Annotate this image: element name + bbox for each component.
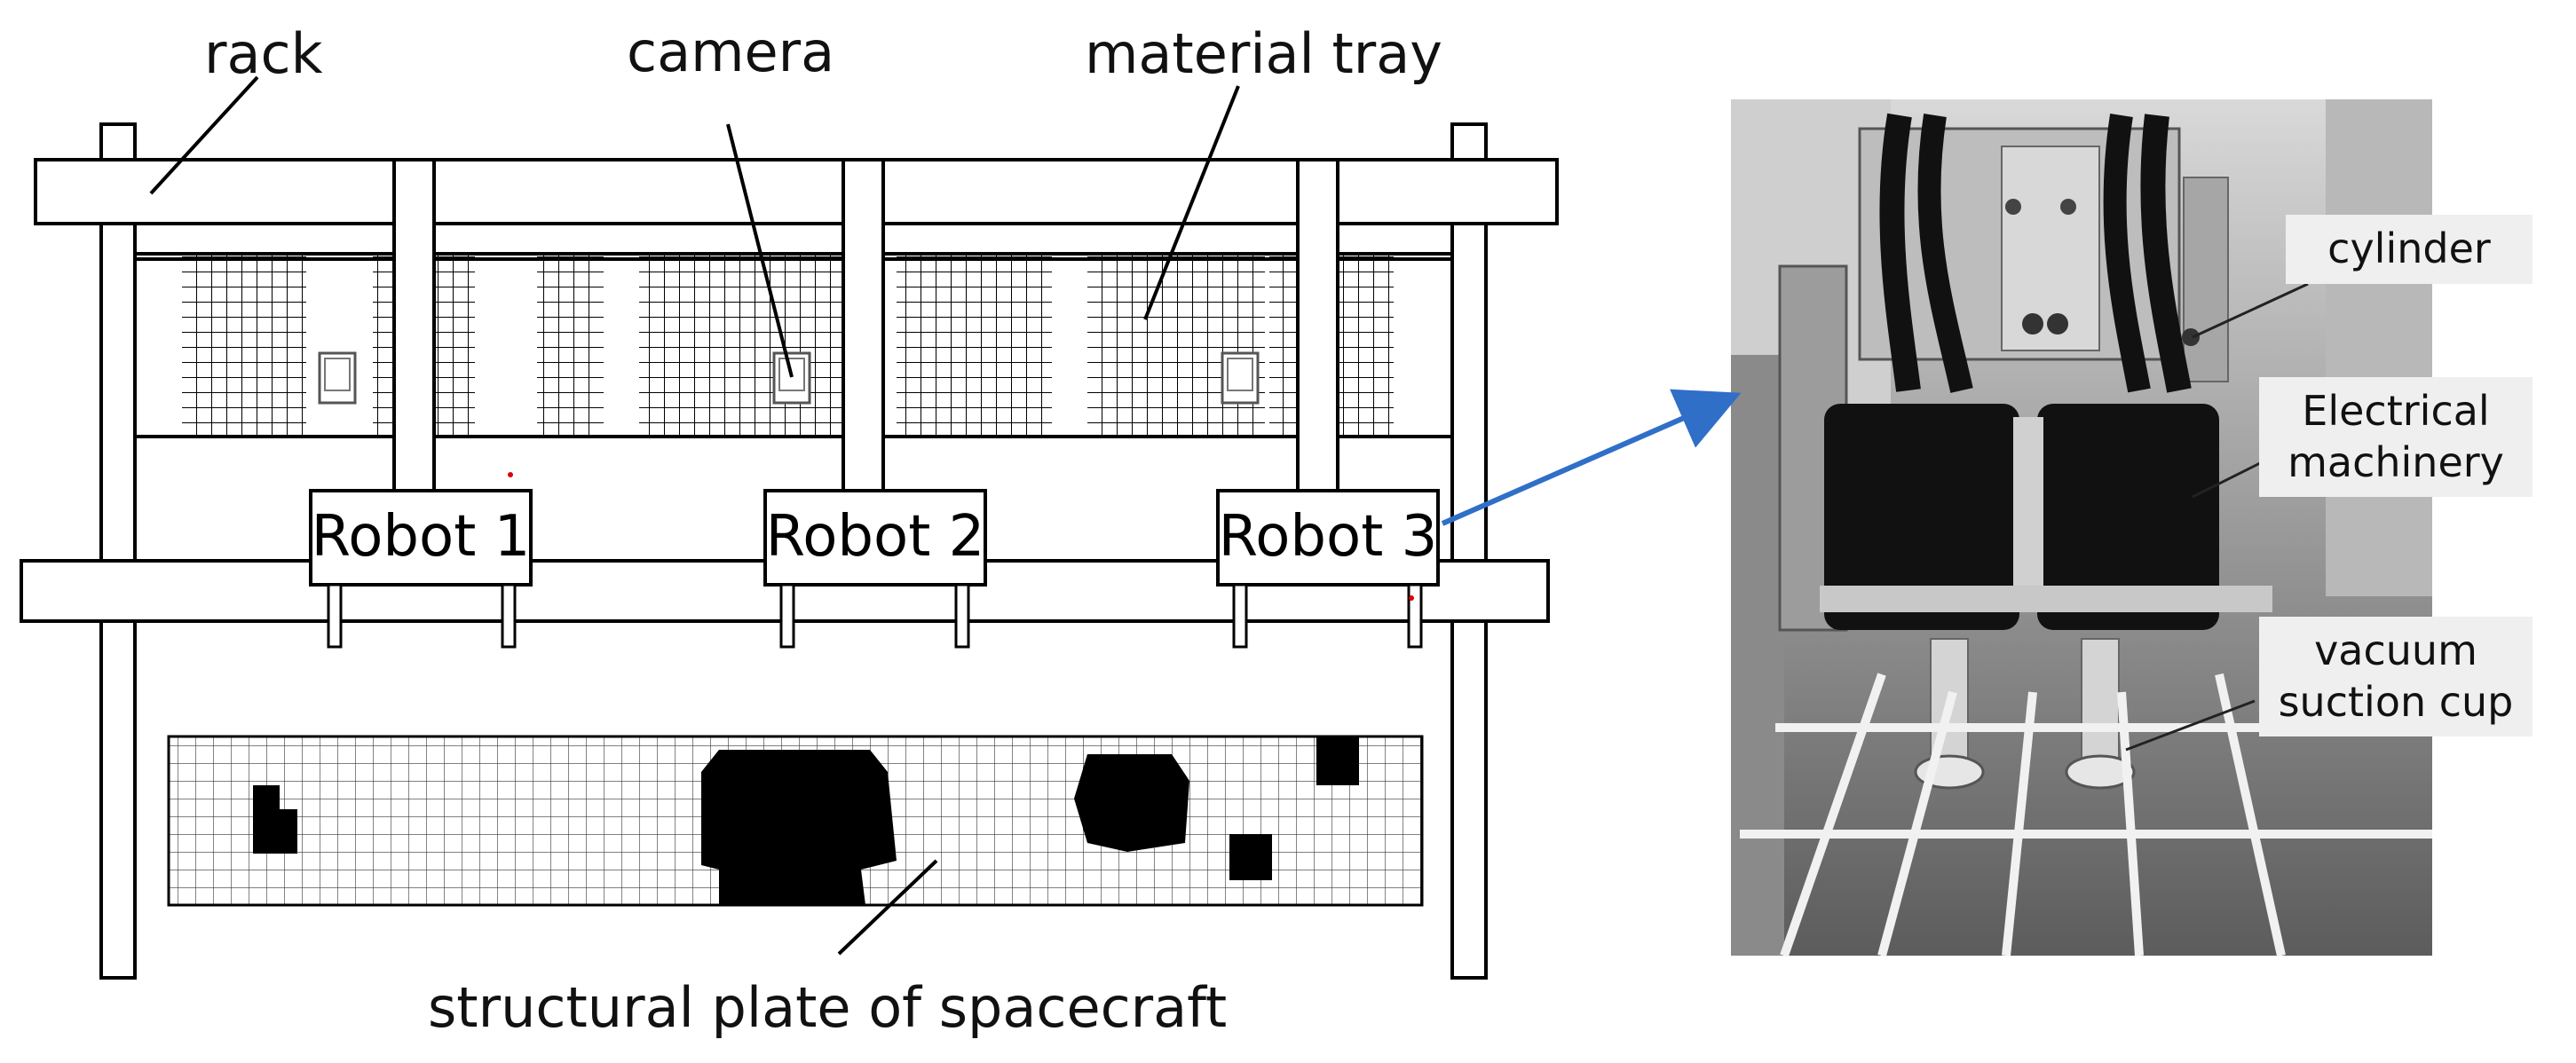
robot-1-label: Robot 1	[311, 504, 531, 570]
camera-3	[1221, 351, 1260, 405]
structural-plate	[167, 735, 1424, 907]
robot-legs	[327, 583, 1423, 649]
label-cylinder-text: cylinder	[2327, 224, 2491, 272]
label-camera: camera	[627, 20, 835, 84]
label-structural-plate: structural plate of spacecraft	[428, 975, 1228, 1040]
leader-lines	[149, 75, 1240, 956]
photo-leader-lines	[2125, 282, 2309, 752]
label-vacuum-line2: suction cup	[2278, 677, 2514, 726]
label-vacuum-line1: vacuum	[2314, 626, 2477, 674]
label-cylinder: cylinder	[2286, 215, 2533, 284]
rack-post-right	[1450, 122, 1488, 980]
material-tray-panel	[133, 252, 1454, 438]
label-rack: rack	[204, 21, 323, 86]
label-electrical-line2: machinery	[2288, 437, 2504, 486]
camera-2	[772, 351, 811, 405]
robot-boxes	[309, 489, 1440, 587]
callout-arrow	[1441, 389, 1742, 526]
label-material-tray: material tray	[1085, 21, 1442, 86]
label-vacuum-suction-cup: vacuum suction cup	[2259, 617, 2533, 736]
label-electrical-line1: Electrical	[2302, 387, 2490, 435]
label-electrical-machinery: Electrical machinery	[2259, 377, 2533, 497]
rack-post-left	[99, 122, 137, 980]
robot-3-label: Robot 3	[1218, 504, 1438, 570]
camera-1	[318, 351, 357, 405]
robot-2-label: Robot 2	[765, 504, 985, 570]
